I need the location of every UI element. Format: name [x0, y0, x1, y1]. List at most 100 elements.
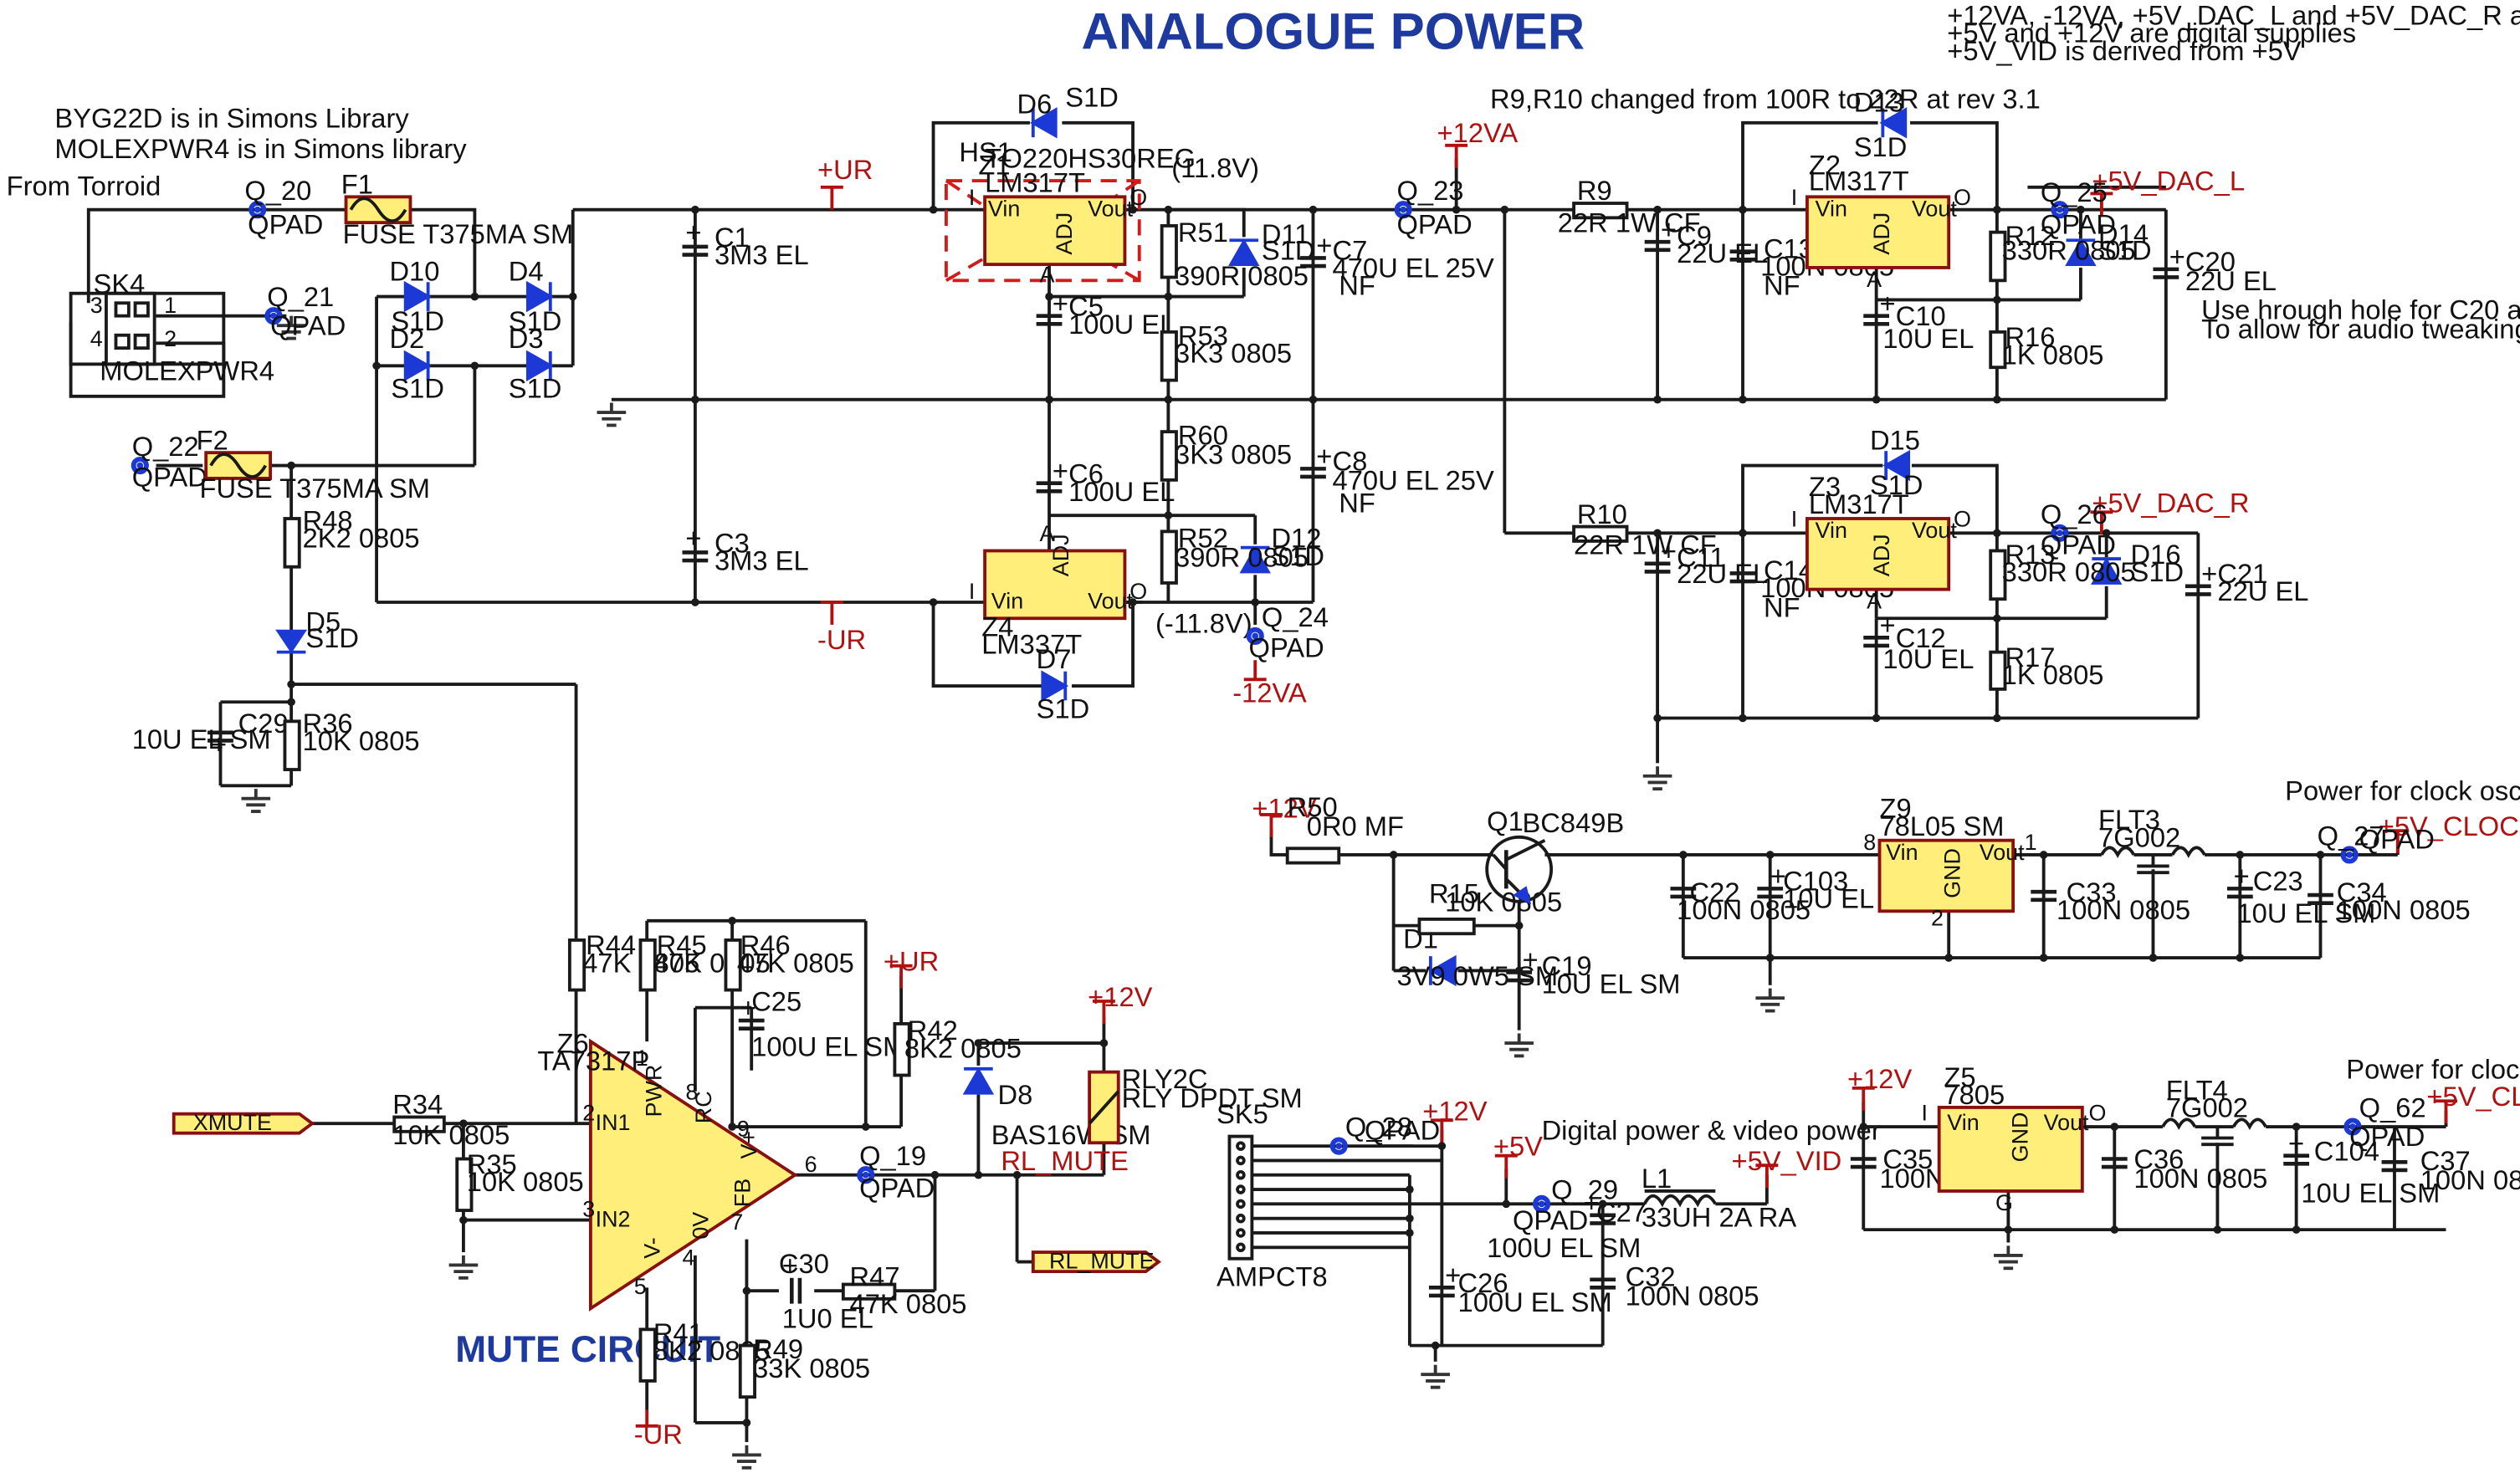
svg-text:R17: R17	[2005, 642, 2056, 673]
svg-text:+: +	[685, 523, 701, 554]
svg-text:C7: C7	[1333, 234, 1368, 265]
svg-text:100N 0805: 100N 0805	[1626, 1281, 1759, 1312]
svg-text:100U EL SM: 100U EL SM	[1458, 1286, 1612, 1317]
svg-text:S1D: S1D	[1037, 693, 1090, 724]
filter-flt3: FLT3 7G002	[2098, 804, 2206, 875]
svg-text:100N 0805: 100N 0805	[2133, 1163, 2267, 1194]
svg-text:+5V_CLOCK2: +5V_CLOCK2	[2426, 1081, 2520, 1112]
svg-text:10K 0805: 10K 0805	[392, 1119, 510, 1150]
svg-text:10U EL SM: 10U EL SM	[2236, 898, 2375, 928]
svg-text:Q_19: Q_19	[859, 1140, 926, 1171]
junction-dots	[287, 205, 2325, 1427]
svg-text:C26: C26	[1458, 1267, 1508, 1298]
svg-text:Z4: Z4	[981, 611, 1013, 642]
svg-text:Z1: Z1	[978, 149, 1010, 180]
svg-text:R9: R9	[1577, 175, 1612, 206]
svg-text:100U EL: 100U EL	[1068, 309, 1175, 340]
net-label-pur: +UR	[817, 154, 873, 212]
svg-text:V-: V-	[640, 1237, 665, 1258]
svg-text:LM317T: LM317T	[1809, 488, 1909, 519]
svg-text:C36: C36	[2133, 1143, 2184, 1174]
svg-text:NF: NF	[1339, 487, 1375, 518]
note-library-molex: MOLEXPWR4 is in Simons library	[54, 133, 467, 164]
svg-text:I: I	[969, 579, 975, 604]
svg-text:Q_27: Q_27	[2318, 820, 2384, 851]
rl-mute-flag[interactable]: RL_MUTE	[1031, 1248, 1162, 1273]
regulator-z9: Z9 78L05 SM Vin Vout GND 8 1 2	[1863, 793, 2036, 931]
svg-text:R41: R41	[653, 1317, 704, 1348]
svg-text:O: O	[1129, 579, 1147, 604]
svg-text:QPAD: QPAD	[270, 310, 346, 341]
svg-text:F1: F1	[341, 168, 373, 199]
svg-text:78L05 SM: 78L05 SM	[1879, 811, 2004, 841]
svg-text:10U EL: 10U EL	[1882, 323, 1974, 354]
svg-text:O: O	[2089, 1100, 2107, 1125]
svg-text:RLY DPDT SM: RLY DPDT SM	[1122, 1082, 1303, 1113]
fuse-f2: F2 FUSE T375MA SM	[197, 424, 430, 504]
svg-text:R16: R16	[2005, 321, 2056, 352]
svg-text:D4: D4	[509, 255, 544, 286]
svg-text:+: +	[2234, 861, 2250, 892]
svg-text:Vout: Vout	[1980, 840, 2025, 865]
svg-text:+: +	[740, 992, 756, 1023]
svg-text:22U EL: 22U EL	[2185, 265, 2277, 296]
svg-text:TO220HS30REG: TO220HS30REG	[985, 143, 1196, 174]
svg-text:D13: D13	[1854, 86, 1904, 117]
xmute-flag[interactable]: XMUTE	[172, 1110, 315, 1135]
svg-text:+: +	[782, 1250, 798, 1281]
svg-text:Vin: Vin	[1947, 1110, 1979, 1135]
regulator-z1: Z1 LM317T Vin Vout ADJ I O A	[969, 149, 1147, 287]
svg-text:Vin: Vin	[1886, 840, 1918, 865]
svg-text:C30: C30	[779, 1248, 829, 1279]
svg-text:+UR: +UR	[817, 154, 873, 185]
svg-text:R44: R44	[586, 929, 636, 960]
svg-text:+: +	[1584, 1187, 1600, 1218]
svg-text:F2: F2	[197, 424, 228, 455]
svg-text:3M3 EL: 3M3 EL	[715, 239, 809, 270]
svg-text:C33: C33	[2067, 877, 2117, 908]
svg-text:C8: C8	[1333, 445, 1368, 476]
svg-text:Q_28: Q_28	[1345, 1112, 1412, 1143]
net-label-clk2: +5V_CLOCK2	[2426, 1081, 2520, 1126]
svg-text:R12: R12	[2005, 220, 2056, 251]
svg-text:7G002: 7G002	[2098, 821, 2180, 852]
svg-text:-UR: -UR	[817, 624, 866, 655]
svg-text:IN2: IN2	[596, 1206, 631, 1231]
svg-text:C20: C20	[2185, 246, 2236, 277]
svg-text:Z5: Z5	[1944, 1061, 1975, 1092]
svg-text:R50: R50	[1288, 791, 1338, 822]
mute-circuit-title: MUTE CIRCUIT	[455, 1329, 720, 1370]
note-through-hole-2: To allow for audio tweaking	[2201, 314, 2520, 345]
svg-text:2: 2	[1931, 906, 1944, 931]
rl-mute-net-label: RL_MUTE	[1001, 1145, 1129, 1176]
svg-text:R10: R10	[1577, 499, 1627, 529]
